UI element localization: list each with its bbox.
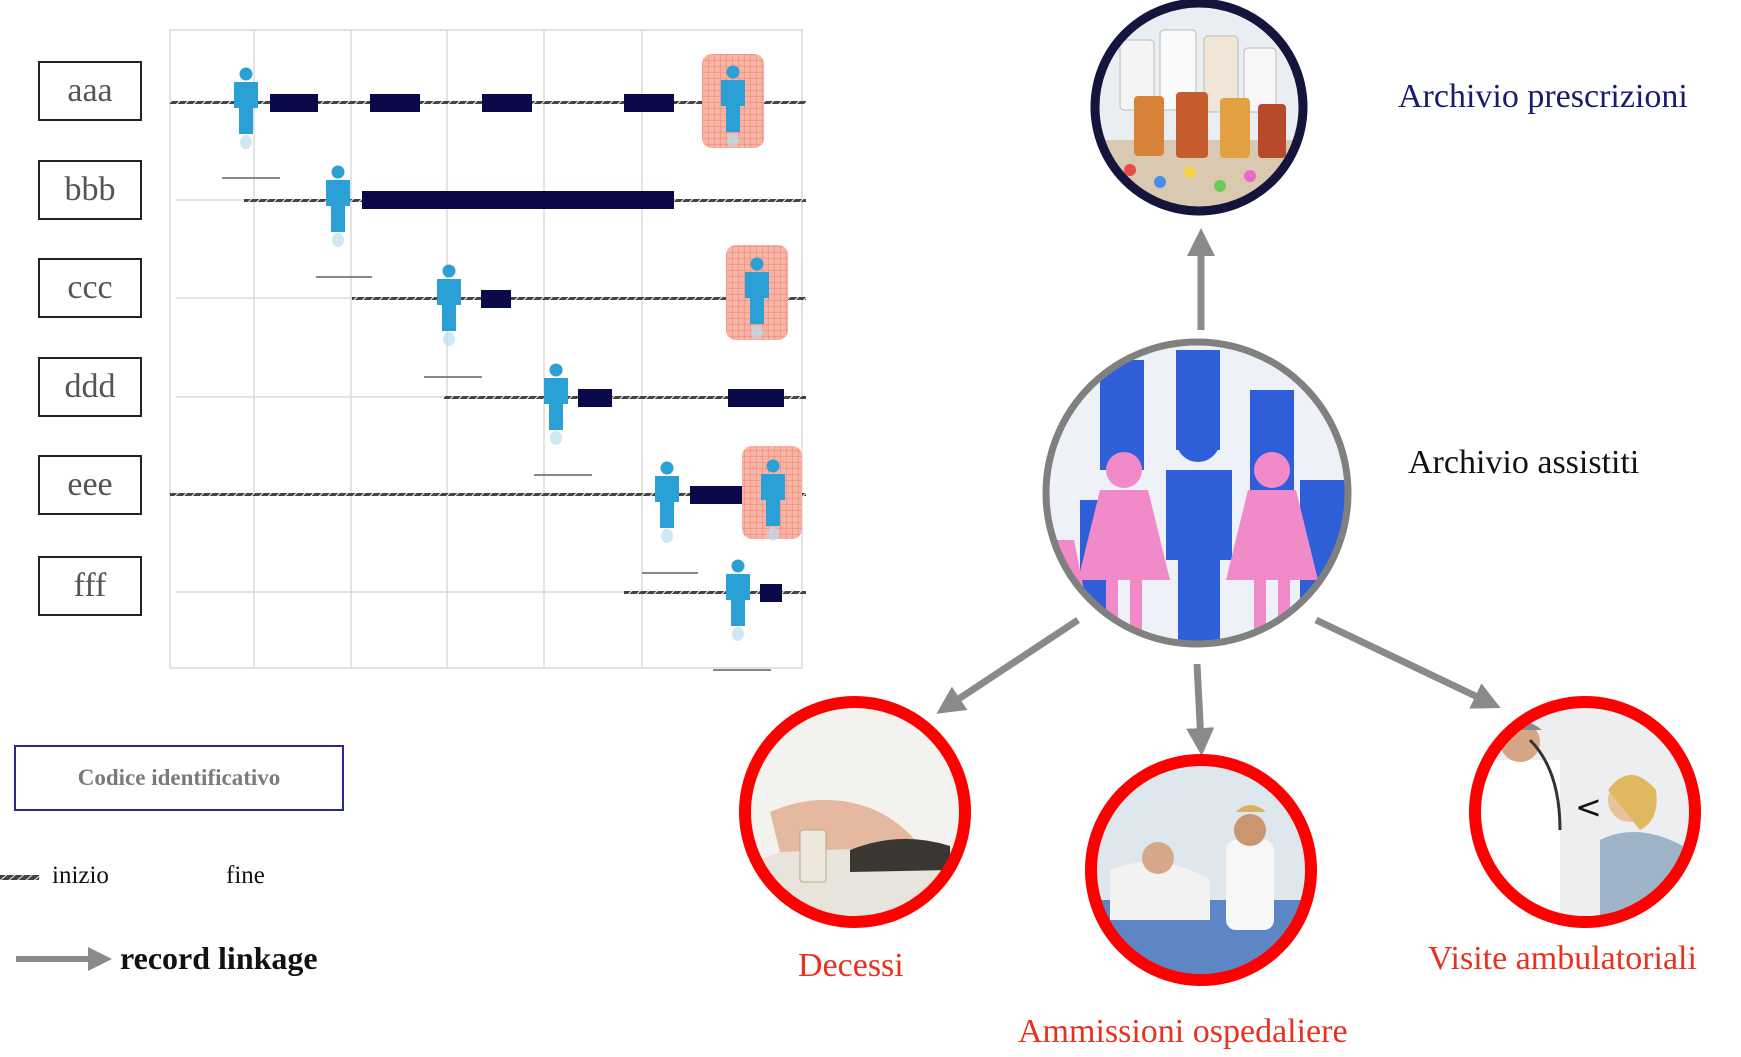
subject-code: fff: [73, 567, 107, 604]
subject-code-box: aaa: [38, 61, 142, 121]
prescription-bar: [728, 389, 784, 407]
subject-code-box: ccc: [38, 258, 142, 318]
prescription-bar: [690, 486, 746, 504]
prescription-bar: [624, 94, 674, 112]
arrow-to-deaths: [936, 617, 1080, 714]
pills-photo: [1090, 0, 1308, 216]
visits-archive-label: Visite ambulatoriali: [1428, 940, 1697, 977]
plot-frame: [169, 29, 803, 669]
crowd-photo: [1042, 338, 1352, 648]
subject-code: aaa: [67, 72, 113, 109]
subject-code-box: eee: [38, 455, 142, 515]
patients-archive-label: Archivio assistiti: [1408, 444, 1640, 481]
observation-line: [624, 591, 806, 594]
hospital-photo: [1085, 754, 1317, 986]
prescription-bar: [481, 290, 511, 308]
timeline-row-ccc: [352, 245, 806, 346]
deaths-archive-label: Decessi: [798, 947, 904, 984]
observation-line: [170, 493, 806, 496]
subject-code: bbb: [64, 171, 116, 208]
subject-code-box: ddd: [38, 357, 142, 417]
prescription-bar: [578, 389, 612, 407]
subject-code: ccc: [67, 269, 113, 306]
observation-line: [444, 396, 806, 399]
prescription-bar: [482, 94, 532, 112]
subject-code: ddd: [64, 368, 116, 405]
id-code-legend-label: Codice identificativo: [77, 765, 281, 790]
timeline-row-eee: [170, 446, 806, 543]
prescription-bar: [362, 191, 674, 209]
timeline-row-ddd: [444, 363, 806, 445]
admissions-archive-label: Ammissioni ospedaliere: [1018, 1013, 1348, 1050]
timeline-row-fff: [624, 559, 806, 641]
prescription-bar: [270, 94, 318, 112]
legend-start-label: inizio: [52, 862, 109, 889]
legend-linkage-label: record linkage: [120, 940, 318, 976]
subject-code-box: fff: [38, 556, 142, 616]
subject-code: eee: [67, 466, 113, 503]
prescription-bar: [370, 94, 420, 112]
prescription-bar: [760, 584, 782, 602]
id-code-legend-box: Codice identificativo: [14, 745, 344, 811]
svg-text:<: <: [1575, 788, 1602, 826]
doctor-visit-photo: <: [1469, 696, 1701, 928]
arrow-to-visits: [1314, 616, 1501, 709]
timeline-row-aaa: [170, 54, 806, 149]
legend-end-label: fine: [226, 862, 265, 889]
timeline-row-bbb: [244, 165, 806, 247]
subject-code-box: bbb: [38, 160, 142, 220]
start-ticks: [222, 177, 771, 671]
timeline-plot: [169, 29, 806, 671]
arrow-to-admissions: [1186, 663, 1215, 756]
observation-line-sample: [0, 875, 40, 880]
death-photo: [739, 696, 971, 928]
observation-line: [352, 297, 806, 300]
linkage-arrows: [936, 228, 1501, 756]
prescriptions-archive-label: Archivio prescrizioni: [1398, 78, 1688, 115]
